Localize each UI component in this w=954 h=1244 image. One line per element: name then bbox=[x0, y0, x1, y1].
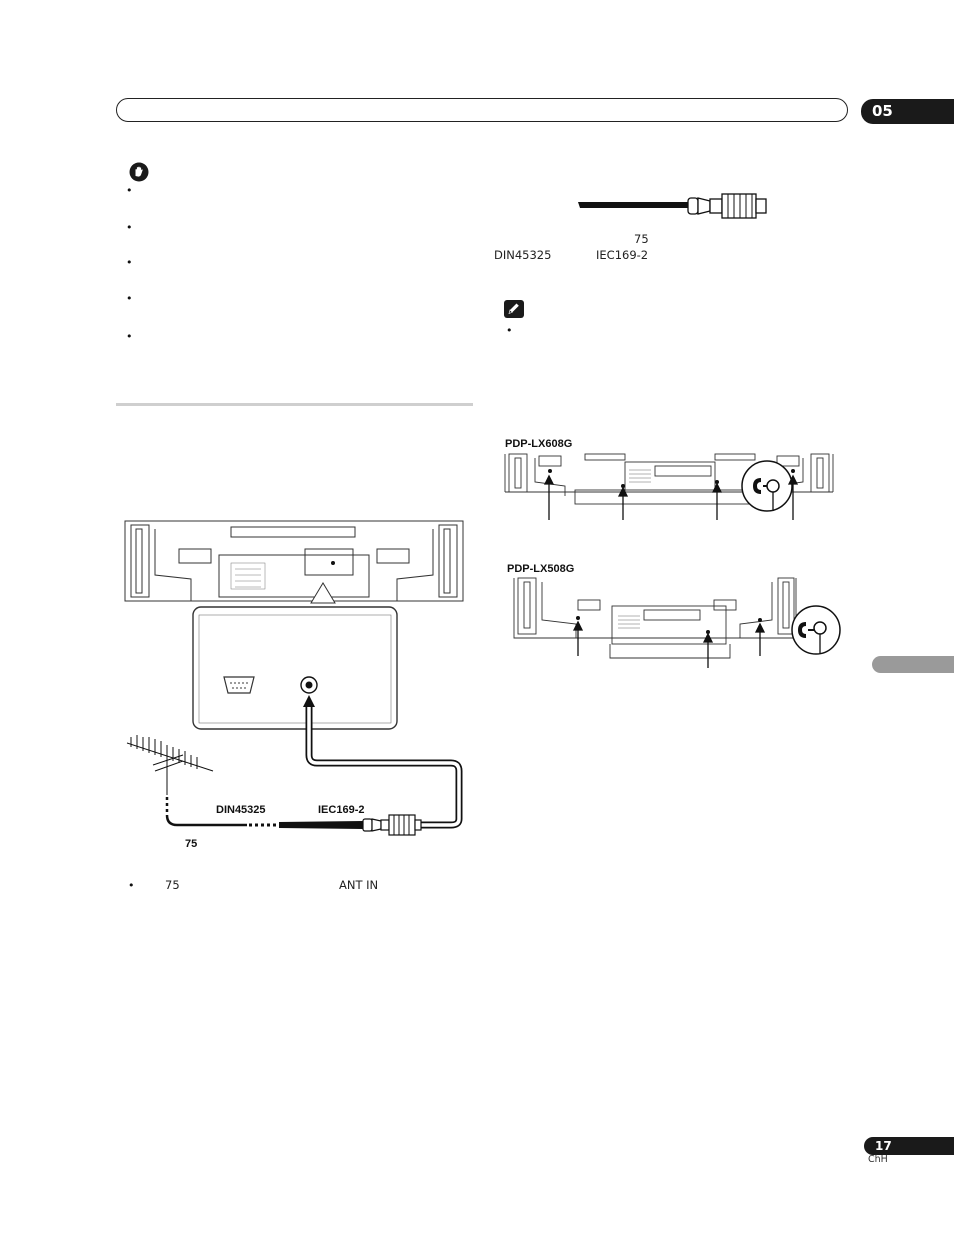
antenna-connection-diagram bbox=[124, 520, 464, 836]
caution-bullet-1: • bbox=[126, 184, 133, 197]
antenna-iec-label: IEC169-2 bbox=[318, 804, 365, 816]
chapter-header-bar bbox=[116, 98, 848, 122]
rear-panel-lx608g-illustration bbox=[504, 453, 834, 520]
connector-impedance-label: 75 bbox=[634, 232, 649, 246]
section-divider bbox=[116, 403, 473, 406]
caution-bullet-5: • bbox=[126, 330, 133, 343]
language-code: ChH bbox=[868, 1154, 888, 1165]
page-number-tab: 17 bbox=[864, 1137, 954, 1155]
chapter-number-tab: 05 bbox=[861, 99, 954, 124]
coaxial-plug-illustration bbox=[578, 193, 767, 219]
model-label-lx508g: PDP-LX508G bbox=[507, 563, 575, 575]
caution-bullet-2: • bbox=[126, 221, 133, 234]
antenna-din-label: DIN45325 bbox=[216, 804, 266, 816]
instruction-terminal-name: ANT IN bbox=[339, 878, 379, 892]
side-index-tab bbox=[872, 656, 954, 673]
model-label-lx608g: PDP-LX608G bbox=[505, 438, 573, 450]
instruction-impedance-value: 75 bbox=[165, 878, 180, 892]
note-pencil-icon bbox=[504, 300, 524, 318]
instruction-bullet: • bbox=[128, 879, 135, 892]
note-bullet-1: • bbox=[506, 324, 513, 337]
caution-hand-icon bbox=[129, 162, 149, 182]
rear-panel-lx508g-illustration bbox=[513, 577, 841, 668]
antenna-impedance-label: 75 bbox=[185, 838, 198, 850]
connector-iec-label: IEC169-2 bbox=[596, 248, 649, 262]
caution-bullet-3: • bbox=[126, 256, 133, 269]
caution-bullet-4: • bbox=[126, 292, 133, 305]
connector-din-label: DIN45325 bbox=[494, 248, 552, 262]
